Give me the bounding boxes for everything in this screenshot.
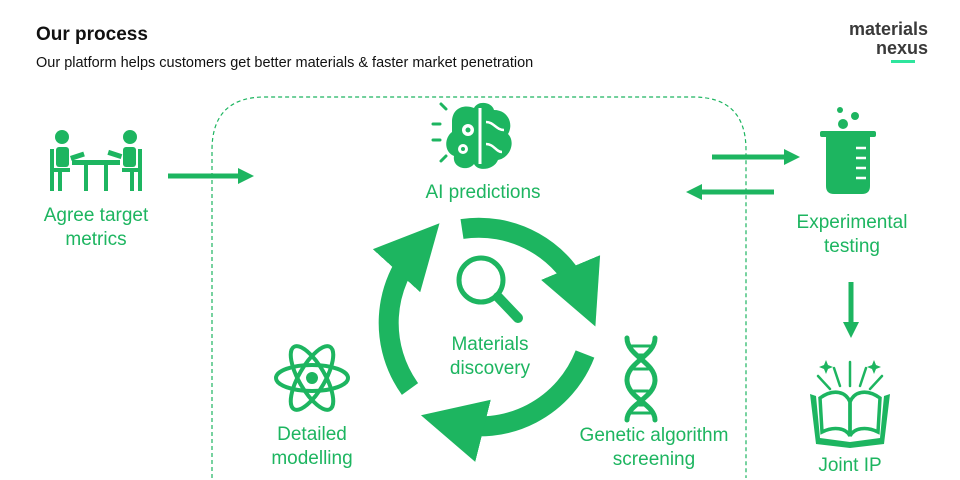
logo-line-1: materials xyxy=(848,19,928,39)
label-ai-predictions: AI predictions xyxy=(425,182,541,203)
label-materials-discovery: Materials discovery xyxy=(449,334,531,379)
label-genetic-algorithm-screening: Genetic algorithm screening xyxy=(579,425,729,470)
dna-icon xyxy=(624,335,658,423)
logo-underline xyxy=(891,60,915,63)
logo-line-2: nexus xyxy=(875,38,928,58)
label-detailed-modelling: Detailed modelling xyxy=(271,424,353,469)
company-logo: materials nexus xyxy=(818,20,928,63)
atom-icon xyxy=(274,344,350,412)
beaker-icon xyxy=(820,107,876,194)
platform-boundary xyxy=(211,96,747,478)
magnifier-icon xyxy=(456,255,523,323)
open-book-icon xyxy=(810,360,890,448)
meeting-table-icon xyxy=(50,130,142,191)
label-agree-target-metrics: Agree target metrics xyxy=(43,205,149,250)
cycle-arrow-bottom xyxy=(420,350,595,462)
label-experimental-testing: Experimental testing xyxy=(796,212,908,257)
label-joint-ip: Joint IP xyxy=(818,455,882,476)
page-subtitle: Our platform helps customers get better … xyxy=(36,55,534,71)
cycle-arrow-left xyxy=(372,223,440,395)
brain-gears-icon xyxy=(431,102,512,169)
discovery-cycle xyxy=(372,217,601,462)
page-title: Our process xyxy=(36,24,148,45)
cycle-arrow-right xyxy=(460,217,601,327)
